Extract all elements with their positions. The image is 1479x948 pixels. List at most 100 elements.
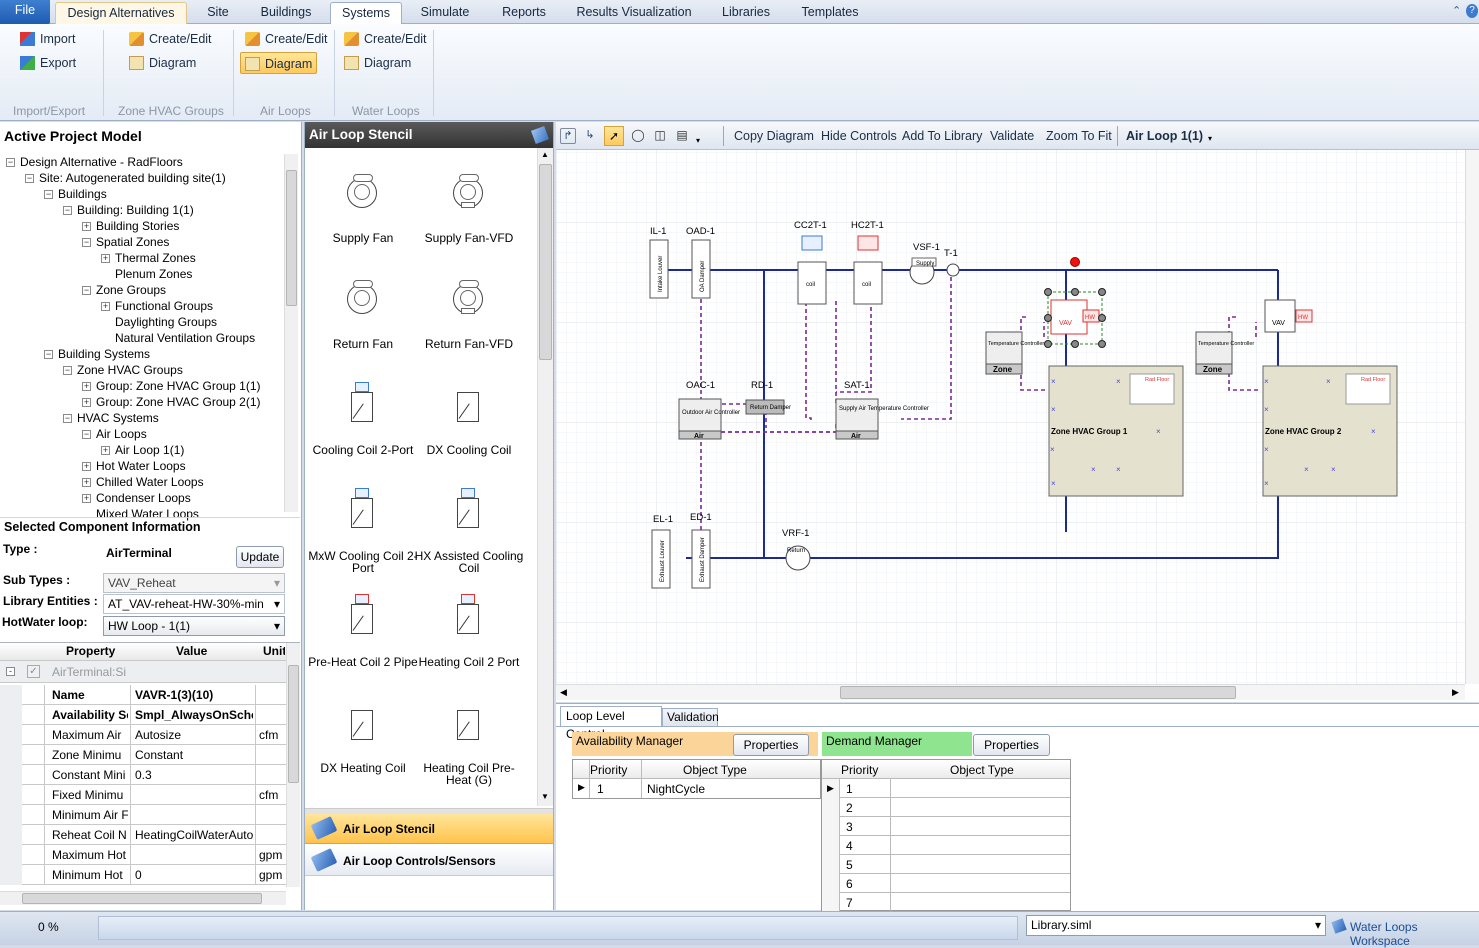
coil-blue-icon[interactable] (343, 488, 383, 528)
zone-diagram-button[interactable]: Diagram (125, 52, 196, 74)
stencil-item-label[interactable]: Pre-Heat Coil 2 Pipe (308, 655, 418, 669)
vav-terminal-2[interactable] (1264, 299, 1296, 333)
canvas-hscrollbar[interactable]: ◀ ▶ (556, 684, 1465, 700)
grid-scrollbar[interactable] (286, 643, 300, 887)
scroll-thumb[interactable] (22, 893, 262, 904)
scroll-thumb[interactable] (840, 686, 1236, 699)
accordion-air-loop-stencil[interactable]: Air Loop Stencil (305, 814, 553, 844)
chevron-up-icon[interactable]: ⌃ (1452, 5, 1462, 17)
grid-row[interactable]: ▶ 1 NightCycle (573, 779, 820, 798)
tree-node[interactable]: Site: Autogenerated building site(1) (39, 171, 226, 185)
tree-node[interactable]: Plenum Zones (115, 267, 193, 281)
demand-properties-button[interactable]: Properties (973, 734, 1050, 756)
tree-node[interactable]: Hot Water Loops (96, 459, 186, 473)
tree-node[interactable]: Air Loop 1(1) (115, 443, 185, 457)
collapse-icon[interactable]: − (82, 429, 91, 439)
lasso-icon[interactable]: ◯ (631, 128, 645, 142)
oa-damper[interactable] (691, 239, 711, 299)
subtypes-select[interactable]: VAV_Reheat▾ (103, 573, 285, 593)
fan-icon[interactable] (343, 276, 383, 316)
sensor-t1[interactable] (946, 263, 960, 277)
tree-node[interactable]: Functional Groups (115, 299, 214, 313)
overflow-icon[interactable]: ▾ (1208, 134, 1213, 143)
expand-icon[interactable]: + (101, 253, 110, 263)
grid-row[interactable]: 5 (822, 855, 1070, 874)
property-value[interactable]: VAVR-1(3)(10) (135, 688, 214, 702)
collapse-icon[interactable]: − (63, 365, 72, 375)
property-value[interactable]: HeatingCoilWaterAuto (135, 828, 253, 842)
property-value[interactable]: 0.3 (135, 768, 152, 782)
grid-row[interactable]: 3 (822, 817, 1070, 836)
layout-icon[interactable]: ▤ (676, 128, 688, 142)
tab-templates[interactable]: Templates (801, 5, 859, 19)
return-fan[interactable] (785, 545, 811, 571)
collapse-icon[interactable]: − (25, 173, 34, 183)
tab-buildings[interactable]: Buildings (260, 5, 312, 19)
coil-red-icon[interactable] (449, 594, 489, 634)
grid-row[interactable]: 7 (822, 893, 1070, 912)
scroll-thumb[interactable] (288, 665, 299, 783)
temp-controller-1[interactable] (985, 331, 1023, 365)
stencil-item-label[interactable]: Supply Fan (332, 231, 394, 245)
expand-icon[interactable]: + (82, 461, 91, 471)
grid-hscrollbar[interactable] (0, 891, 286, 905)
tab-design-alternatives[interactable]: Design Alternatives (55, 2, 187, 24)
water-diagram-button[interactable]: Diagram (340, 52, 411, 74)
selection-handle[interactable] (1044, 340, 1052, 348)
stencil-item-label[interactable]: Cooling Coil 2-Port (312, 443, 414, 457)
tree-node[interactable]: Group: Zone HVAC Group 1(1) (96, 379, 261, 393)
selection-handle[interactable] (1098, 340, 1106, 348)
tab-libraries[interactable]: Libraries (722, 5, 770, 19)
scroll-right-icon[interactable]: ▶ (1452, 687, 1459, 697)
tab-file[interactable]: File (0, 0, 50, 24)
export-button[interactable]: Export (16, 52, 76, 74)
scroll-thumb[interactable] (286, 170, 297, 306)
collapse-icon[interactable]: − (82, 237, 91, 247)
copy-diagram-button[interactable]: Copy Diagram (734, 129, 814, 143)
selection-handle[interactable] (1071, 288, 1079, 296)
stencil-item-label[interactable]: Return Fan (332, 337, 394, 351)
exhaust-damper[interactable] (691, 529, 711, 589)
stencil-menu-icon[interactable] (531, 126, 549, 144)
tree-node[interactable]: Air Loops (96, 427, 147, 441)
rotate-handle[interactable] (1070, 257, 1080, 267)
collapse-icon[interactable]: − (44, 189, 53, 199)
stencil-item-label[interactable]: Supply Fan-VFD (424, 231, 514, 245)
tree-node[interactable]: Zone HVAC Groups (77, 363, 183, 377)
checkbox-icon[interactable]: ✓ (27, 665, 40, 678)
scroll-up-icon[interactable]: ▲ (541, 150, 549, 159)
library-select[interactable]: Library.siml ▾ (1026, 915, 1326, 936)
return-damper[interactable] (745, 399, 785, 415)
accordion-air-loop-controls[interactable]: Air Loop Controls/Sensors (305, 846, 553, 876)
align-icon[interactable]: ◫ (654, 128, 666, 142)
stencil-item-label[interactable]: Heating Coil 2 Port (418, 655, 520, 669)
expand-icon[interactable]: + (82, 221, 91, 231)
collapse-icon[interactable]: − (6, 157, 15, 167)
fan-icon[interactable] (343, 170, 383, 210)
property-row[interactable]: Minimum Air F (0, 805, 286, 825)
rad-floor-1[interactable] (1129, 373, 1175, 405)
expand-icon[interactable]: + (82, 493, 91, 503)
selection-handle[interactable] (1044, 314, 1052, 322)
tree-node[interactable]: Building Systems (58, 347, 151, 361)
scroll-down-icon[interactable]: ▼ (541, 792, 549, 801)
expand-icon[interactable]: + (101, 301, 110, 311)
tab-loop-level-control[interactable]: Loop Level Control (560, 706, 662, 741)
zoom-to-fit-button[interactable]: Zoom To Fit (1046, 129, 1112, 143)
overflow-icon[interactable]: ▾ (696, 136, 701, 145)
orthogonal-connector-icon[interactable]: ↳ (585, 129, 595, 141)
expand-icon[interactable]: + (82, 477, 91, 487)
expand-icon[interactable]: + (82, 397, 91, 407)
property-value[interactable]: 0 (135, 868, 142, 882)
tree-node[interactable]: Condenser Loops (96, 491, 191, 505)
hide-controls-button[interactable]: Hide Controls (821, 129, 897, 143)
tree-scrollbar[interactable] (284, 154, 298, 512)
stencil-scrollbar[interactable]: ▲ ▼ (537, 148, 553, 806)
exhaust-louver[interactable] (651, 529, 671, 589)
